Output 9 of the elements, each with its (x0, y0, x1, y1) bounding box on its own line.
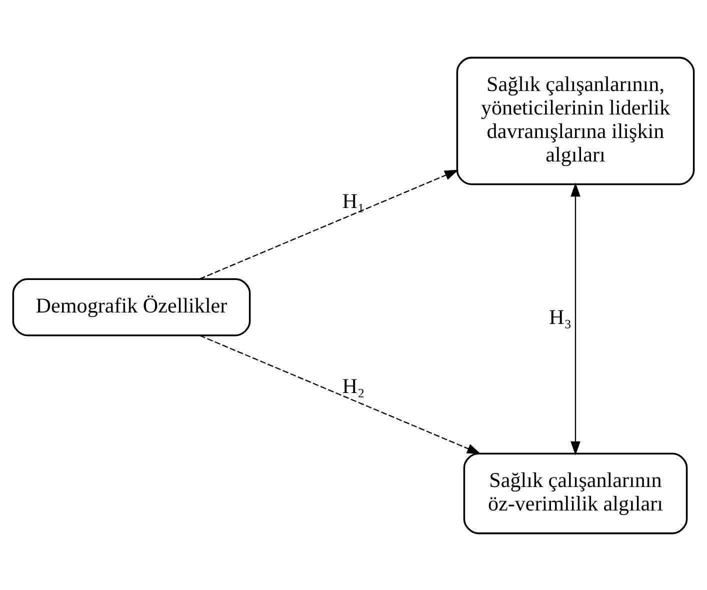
arrow (200, 334, 482, 454)
node-box: Demografik Özellikler (12, 278, 251, 336)
node-box: Sağlık çalışanlarının öz-verimlilik algıları (463, 452, 688, 534)
arrow (200, 169, 459, 279)
edge-label: H₁ (342, 188, 365, 213)
node-box: Sağlık çalışanlarının, yöneticilerinin liderlik davranışlarına ilişkin algıları (456, 56, 695, 185)
edge-label: H₂ (342, 374, 365, 398)
arrow (570, 182, 580, 455)
edge-label: H₃ (548, 304, 572, 329)
